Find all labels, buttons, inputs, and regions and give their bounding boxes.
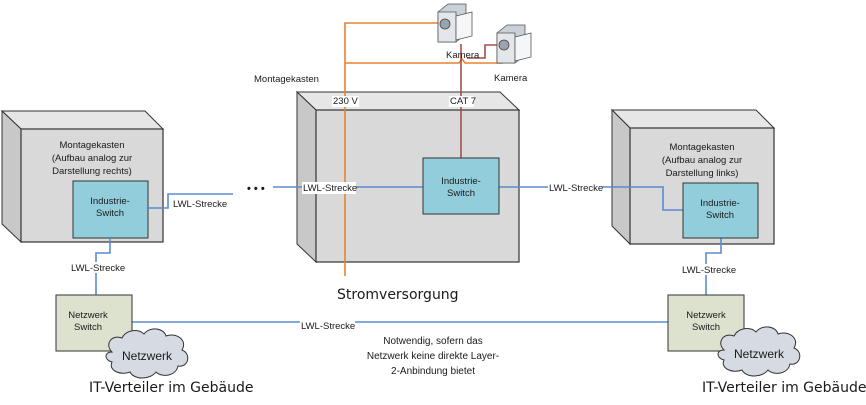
note-line-1: Notwendig, sofern das bbox=[383, 336, 483, 347]
ellipsis: • • • bbox=[247, 183, 265, 195]
right-cloud-label: Netzwerk bbox=[734, 347, 785, 361]
center-box-title: Montagekasten bbox=[254, 74, 319, 85]
right-box-title-2: (Aufbau analog zur bbox=[662, 155, 742, 166]
left-to-center-fiber-label: LWL-Strecke bbox=[173, 199, 227, 210]
left-it-caption: IT-Verteiler im Gebäude bbox=[89, 380, 253, 396]
center-to-right-fiber-label: LWL-Strecke bbox=[549, 183, 603, 194]
left-net-switch-label-2: Switch bbox=[74, 322, 102, 333]
left-down-fiber-label: LWL-Strecke bbox=[71, 263, 125, 274]
left-mounting-box: Montagekasten (Aufbau analog zur Darstel… bbox=[0, 109, 165, 244]
note-line-3: 2-Anbindung bietet bbox=[391, 366, 475, 377]
right-cloud-icon bbox=[717, 326, 801, 377]
left-net-switch-label-1: Netzwerk bbox=[68, 310, 108, 321]
power-caption: Stromversorgung bbox=[337, 287, 459, 303]
right-industrial-switch bbox=[682, 182, 759, 239]
center-industrial-switch bbox=[422, 157, 500, 215]
camera-1-label: Kamera bbox=[446, 50, 480, 61]
right-switch-label-2: Switch bbox=[706, 210, 734, 221]
cat7-label: CAT 7 bbox=[450, 96, 476, 107]
left-box-title-3: Darstellung rechts) bbox=[52, 166, 132, 177]
center-switch-label-2: Switch bbox=[447, 188, 475, 199]
right-net-switch-label-2: Switch bbox=[692, 322, 720, 333]
right-down-fiber-label: LWL-Strecke bbox=[682, 265, 736, 276]
note-line-2: Netzwerk keine direkte Layer- bbox=[367, 351, 499, 362]
left-cloud-label: Netzwerk bbox=[122, 349, 173, 363]
right-box-title-1: Montagekasten bbox=[670, 142, 735, 153]
power-230v-label: 230 V bbox=[333, 96, 358, 107]
camera-2-label: Kamera bbox=[494, 73, 528, 84]
left-industrial-switch bbox=[72, 180, 149, 239]
bottom-fiber-label: LWL-Strecke bbox=[301, 321, 355, 332]
center-left-fiber-label: LWL-Strecke bbox=[303, 183, 357, 194]
center-switch-label-1: Industrie- bbox=[441, 176, 481, 187]
camera-icon bbox=[437, 3, 473, 43]
right-switch-label-1: Industrie- bbox=[700, 198, 740, 209]
right-net-switch-label-1: Netzwerk bbox=[686, 310, 726, 321]
left-box-title-1: Montagekasten bbox=[60, 140, 125, 151]
left-box-title-2: (Aufbau analog zur bbox=[52, 153, 132, 164]
left-cloud-icon bbox=[105, 328, 189, 379]
right-box-title-3: Darstellung links) bbox=[666, 168, 739, 179]
left-switch-label-1: Industrie- bbox=[90, 196, 130, 207]
camera-icon bbox=[496, 24, 532, 64]
left-switch-label-2: Switch bbox=[96, 208, 124, 219]
right-it-caption: IT-Verteiler im Gebäude bbox=[702, 380, 866, 396]
